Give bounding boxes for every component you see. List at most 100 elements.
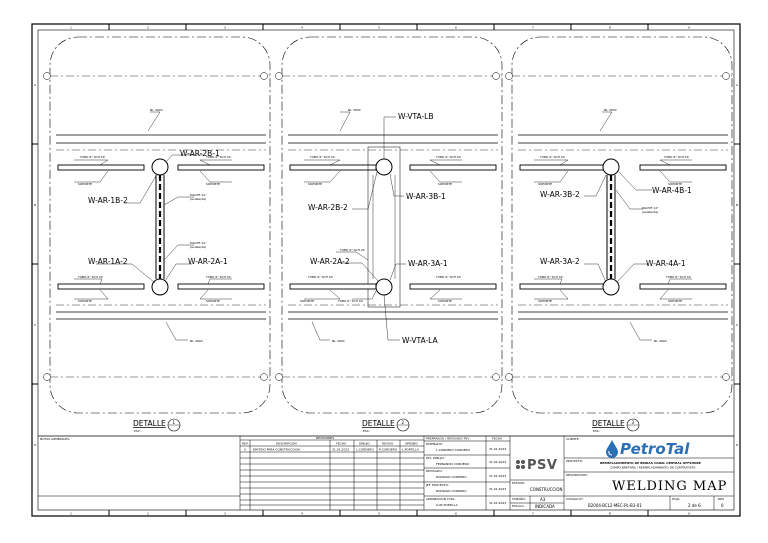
support-label: SOPORTE — [668, 182, 682, 186]
petrotal-logo: PetroTal — [606, 440, 690, 458]
weld-tag: W-AR-2B-2 — [308, 203, 348, 212]
pipe-spec-label: TUBO 6" SCH 40 — [77, 275, 103, 279]
title-block-text: NOTAS GENERALES: REVISIONES REV. DESCRIP… — [40, 436, 726, 509]
row-label: C — [736, 323, 738, 327]
support-label: SOPORTE — [308, 182, 322, 186]
col-label: 6 — [455, 512, 457, 516]
pilote-label: PILOTE 12" — [642, 206, 659, 210]
weld-tag: W-VTA-LB — [398, 112, 434, 121]
support-label: SOPORTE — [206, 182, 220, 186]
weld-tag: W-AR-4A-1 — [646, 259, 686, 268]
support-label: SOPORTE — [538, 182, 552, 186]
detail-number: 2 — [402, 420, 405, 425]
rev-col: REVISO — [382, 442, 394, 446]
title-block — [38, 435, 734, 510]
pipe-label: NL 3000 — [348, 108, 361, 112]
prep-value: RODRIGO CORDERO — [436, 489, 467, 493]
rev-col: FECHA — [336, 442, 347, 446]
weld-tag: W-AR-2A-2 — [310, 257, 350, 266]
weld-tag: W-AR-3A-1 — [408, 259, 448, 268]
support-label: SOPORTE — [438, 299, 452, 303]
proyecto-label: PROYECTO: — [566, 459, 583, 463]
prep-date: 31.01.2023 — [489, 487, 506, 491]
weld-tag: W-VTA-LA — [402, 336, 439, 345]
pipe-spec-label: TUBO 6" SCH 40 — [337, 299, 363, 303]
pipe-spec-label: TUBO 6" SCH 40 — [539, 155, 565, 159]
support-label: SOPORTE — [78, 299, 92, 303]
pipe-spec-label: TUBO 6" SCH 40 — [307, 275, 333, 279]
col-label: 9 — [688, 512, 690, 516]
rev-col: REV. — [242, 442, 249, 446]
hoja-value: 2 de 6 — [688, 503, 701, 508]
pilote-label: PILOTE 12" — [190, 241, 207, 245]
pipe-label: NL 3000 — [150, 108, 163, 112]
escala-label: ESCALA: — [512, 504, 525, 508]
tamano-label: TAMAÑO: — [511, 496, 526, 501]
col-label: 6 — [455, 26, 457, 30]
pipe-spec-label: TUBO 6" SCH 40 — [339, 248, 365, 252]
pipe-spec-label: TUBO 6" SCH 40 — [537, 275, 563, 279]
weld-tag: W-AR-2A-1 — [188, 257, 228, 266]
col-label: 2 — [147, 512, 149, 516]
date-header: FECHA — [492, 437, 503, 441]
prep-value: FERNANDO CORDERO — [436, 462, 470, 466]
col-label: 8 — [609, 26, 611, 30]
rev-col: APROBO — [405, 442, 418, 446]
weld-tag: W-AR-4B-1 — [652, 186, 692, 195]
pipe-label: NL 3000 — [604, 108, 617, 112]
notes-header: NOTAS GENERALES: — [40, 437, 70, 441]
prep-date: 31.01.2023 — [489, 501, 506, 505]
rev-label: REV — [718, 497, 725, 501]
pipe-spec-label: TUBO 6" SCH 40 — [79, 155, 105, 159]
row-label: B — [34, 203, 36, 207]
weld-tag: W-AR-3B-1 — [406, 192, 446, 201]
rev-cell: 31.01.2023 — [332, 448, 349, 452]
support-label: SOPORTE — [300, 299, 314, 303]
border-column-labels: 1 2 3 4 5 6 7 8 9 1 2 3 4 5 6 7 8 9 A B … — [34, 26, 739, 516]
rev-col: DESCRIPCION — [276, 442, 297, 446]
row-label: A — [736, 83, 739, 87]
rev-cell: EMITIDO PARA CONSTRUCCION — [253, 448, 300, 452]
pipe-spec-label: TUBO 6" SCH 40 — [663, 155, 689, 159]
cliente-label: CLIENTE: — [566, 437, 580, 441]
pipe-spec-label: TUBO 6" SCH 40 — [435, 155, 461, 159]
pipe-label: NL 3000 — [654, 339, 667, 343]
petrotal-logo-text: PetroTal — [620, 440, 690, 458]
col-label: 5 — [378, 512, 380, 516]
prep-date: 31.01.2023 — [489, 460, 506, 464]
codigo-value: B2004-BCL2-MEC-PL-B3-01 — [588, 503, 642, 508]
rev-cell: R.CORDERO — [379, 448, 398, 452]
detail-title: DETALLE — [133, 419, 166, 428]
detail-panel-2: NL 3000 TUBO 6" SCH 40 TUBO 6" SCH 40 SO… — [275, 36, 503, 433]
prep-label: REVISADO: — [426, 469, 443, 473]
pipe-spec-label: TUBO 6" SCH 40 — [435, 275, 461, 279]
psv-logo: PSV — [516, 458, 557, 473]
pipe-spec-label: TUBO 6" SCH 40 — [205, 275, 231, 279]
weld-tag: W-AR-3B-2 — [540, 190, 580, 199]
psv-logo-text: PSV — [527, 458, 557, 473]
prep-value: RODRIGO CORDERO — [436, 475, 467, 479]
row-label: D — [736, 443, 739, 447]
escala-value: INDICADA — [535, 504, 555, 509]
col-label: 1 — [70, 26, 72, 30]
detail-scale: ESC: — [134, 429, 141, 433]
col-label: 1 — [70, 512, 72, 516]
pipe-spec-label: TUBO 6" SCH 40 — [205, 155, 231, 159]
support-label: SOPORTE — [668, 299, 682, 303]
weld-tag: W-AR-2B-1 — [180, 149, 220, 158]
pipe-spec-label: TUBO 6" SCH 40 — [309, 155, 335, 159]
prep-value: LUIS PORTILLA — [436, 503, 459, 507]
detail-title: DETALLE — [362, 419, 395, 428]
row-label: B — [736, 203, 738, 207]
prep-value: L.CORDERO CORDERO — [436, 448, 471, 452]
pilote-sub: (existente) — [190, 197, 206, 201]
pipe-spec-label: TUBO 6" SCH 40 — [665, 275, 691, 279]
weld-tag: W-AR-1B-2 — [88, 196, 128, 205]
weld-tag: W-AR-1A-2 — [88, 257, 128, 266]
panel-outline — [49, 36, 271, 414]
detail-title: DETALLE — [592, 419, 625, 428]
detail-scale: ESC: — [593, 429, 600, 433]
row-label: A — [34, 83, 37, 87]
proyecto-value: REEMPLAZAMIENTO DE BRIDAS CANAL CENTRAL … — [600, 461, 701, 465]
